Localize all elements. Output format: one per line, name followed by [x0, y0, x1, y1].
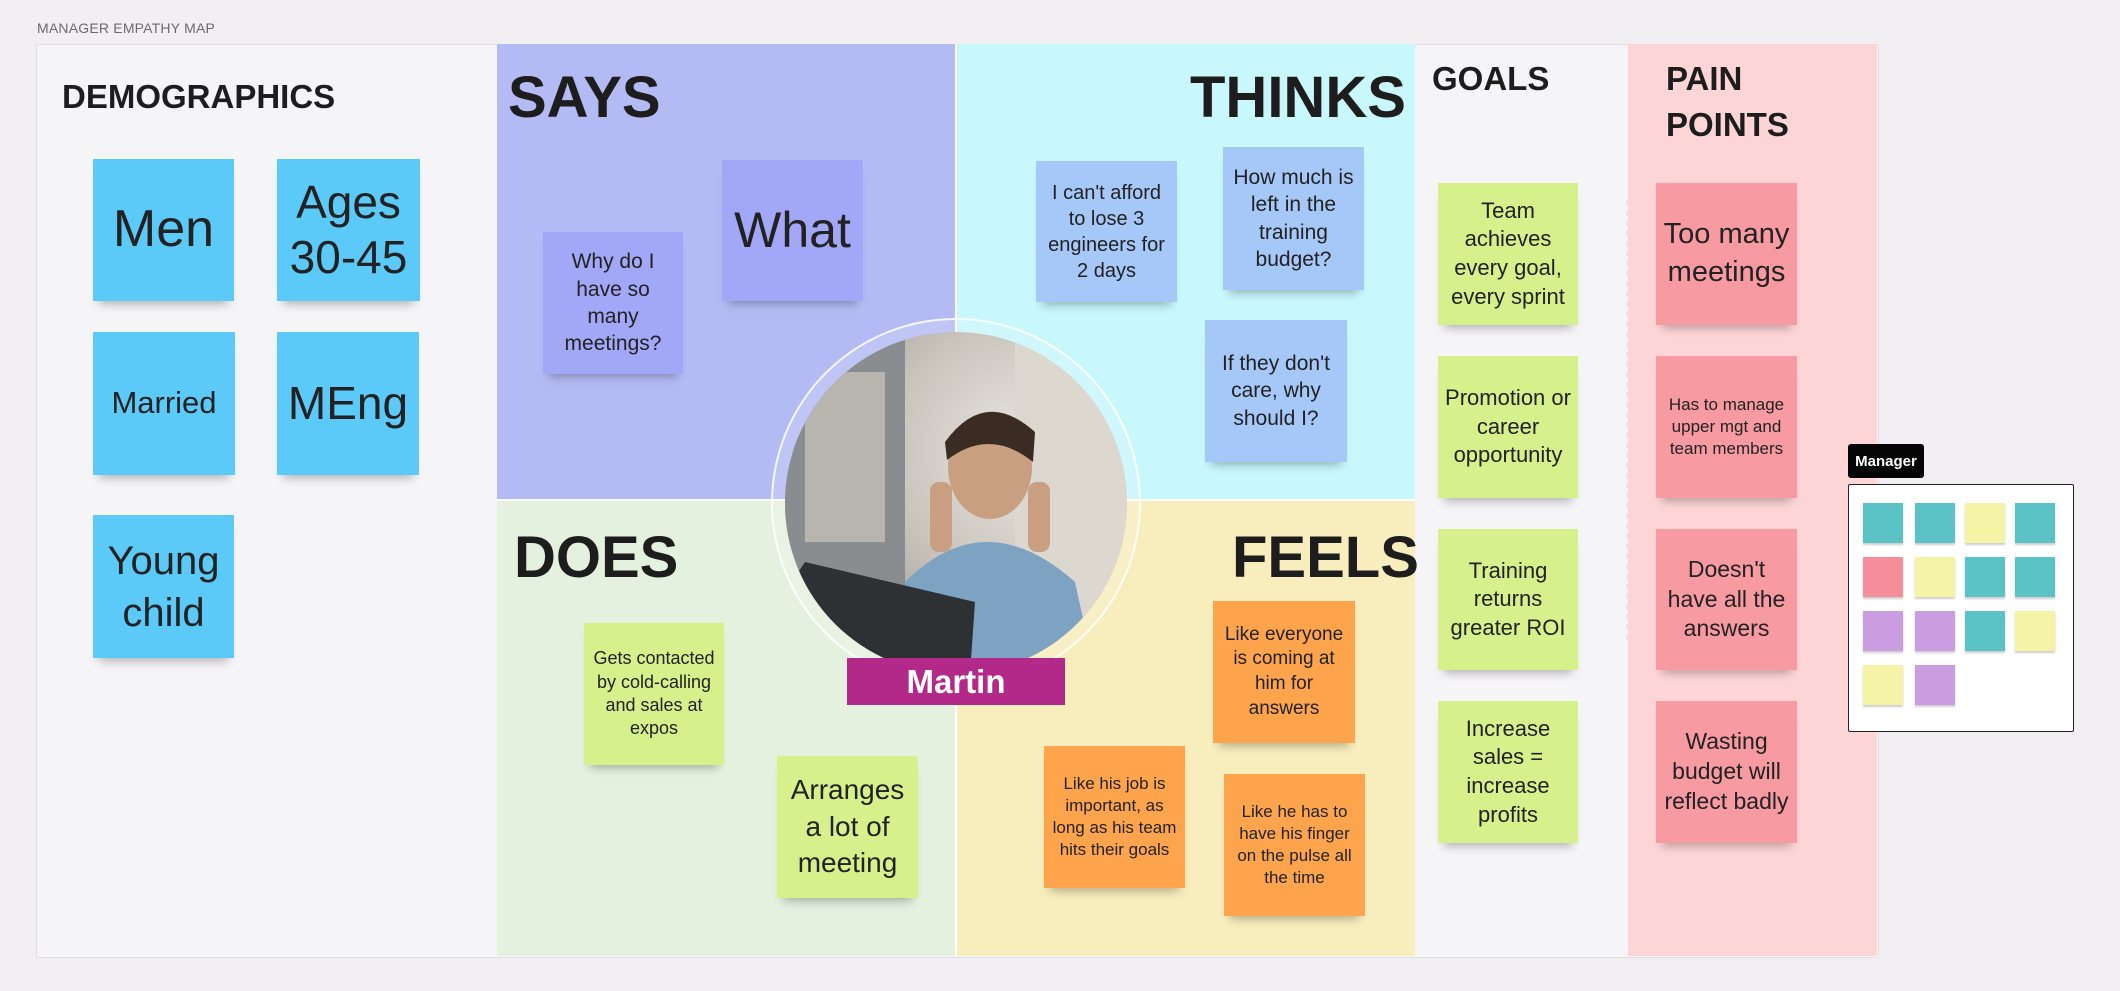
mini-sticky — [1863, 665, 1903, 705]
mini-sticky — [2015, 503, 2055, 543]
mini-sticky — [1863, 503, 1903, 543]
mini-sticky — [2015, 611, 2055, 651]
persona-name-badge[interactable]: Martin — [847, 658, 1065, 705]
sticky-note[interactable]: Ages 30-45 — [277, 159, 420, 301]
mini-sticky — [1915, 611, 1955, 651]
sticky-note[interactable]: What — [722, 160, 863, 301]
pain-points-heading-line1: PAIN — [1666, 60, 1742, 98]
mini-frame-thumbnail[interactable] — [1848, 484, 2074, 732]
sticky-note[interactable]: Gets contacted by cold-calling and sales… — [584, 623, 724, 765]
mini-sticky — [1965, 611, 2005, 651]
sticky-note[interactable]: Men — [93, 159, 234, 301]
sticky-note[interactable]: Increase sales = increase profits — [1438, 701, 1578, 843]
sticky-note[interactable]: Too many meetings — [1656, 183, 1797, 325]
sticky-note[interactable]: Young child — [93, 515, 234, 658]
sticky-note[interactable]: If they don't care, why should I? — [1205, 320, 1347, 462]
sticky-note[interactable]: Training returns greater ROI — [1438, 529, 1578, 670]
sticky-note[interactable]: Promotion or career opportunity — [1438, 356, 1578, 498]
sticky-note[interactable]: Like his job is important, as long as hi… — [1044, 746, 1185, 888]
sticky-note[interactable]: Team achieves every goal, every sprint — [1438, 183, 1578, 325]
sticky-note[interactable]: Like he has to have his finger on the pu… — [1224, 774, 1365, 916]
thinks-heading: THINKS — [1190, 64, 1406, 131]
does-heading: DOES — [514, 524, 678, 591]
sticky-note[interactable]: I can't afford to lose 3 engineers for 2… — [1036, 161, 1177, 302]
mini-sticky — [1863, 611, 1903, 651]
demographics-heading: DEMOGRAPHICS — [62, 78, 335, 116]
mini-sticky — [2015, 557, 2055, 597]
pain-points-dashed-border — [1626, 200, 1628, 640]
sticky-note[interactable]: Why do I have so many meetings? — [543, 232, 683, 374]
mini-sticky — [1915, 503, 1955, 543]
mini-sticky — [1965, 557, 2005, 597]
frame-title: MANAGER EMPATHY MAP — [37, 20, 215, 36]
says-heading: SAYS — [508, 64, 661, 131]
goals-heading: GOALS — [1432, 60, 1549, 98]
mini-sticky — [1915, 557, 1955, 597]
persona-avatar — [771, 318, 1141, 688]
person-illustration — [785, 332, 1127, 674]
mini-sticky — [1863, 557, 1903, 597]
pain-points-heading-line2: POINTS — [1666, 106, 1789, 144]
sticky-note[interactable]: Married — [93, 332, 235, 475]
mini-frame-label[interactable]: Manager — [1848, 444, 1924, 478]
sticky-note[interactable]: Like everyone is coming at him for answe… — [1213, 601, 1355, 743]
sticky-note[interactable]: How much is left in the training budget? — [1223, 147, 1364, 290]
persona-photo — [785, 332, 1127, 674]
sticky-note[interactable]: Has to manage upper mgt and team members — [1656, 356, 1797, 498]
sticky-note[interactable]: Doesn't have all the answers — [1656, 529, 1797, 670]
sticky-note[interactable]: Wasting budget will reflect badly — [1656, 701, 1797, 843]
feels-heading: FEELS — [1232, 524, 1419, 591]
sticky-note[interactable]: MEng — [277, 332, 419, 475]
sticky-note[interactable]: Arranges a lot of meeting — [777, 756, 918, 898]
mini-sticky — [1965, 503, 2005, 543]
mini-sticky — [1915, 665, 1955, 705]
